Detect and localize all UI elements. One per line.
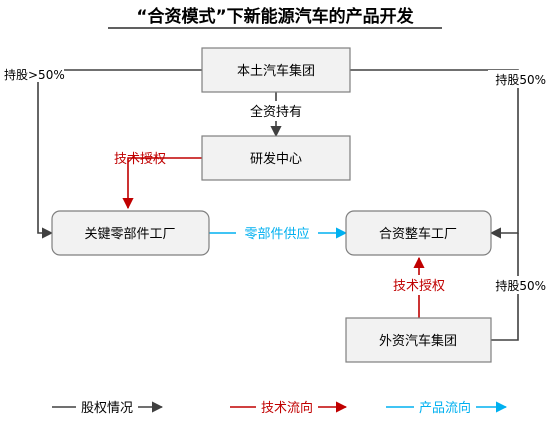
node-local-group: 本土汽车集团: [201, 47, 351, 93]
node-jv-factory-label: 合资整车工厂: [379, 226, 457, 242]
edge-equity-left: [37, 69, 202, 239]
label-bg-tech-license-right: [384, 275, 454, 295]
label-bg-stake-right-top: [488, 70, 548, 88]
label-bg-full-ownership: [238, 101, 314, 121]
node-foreign-group: 外资汽车集团: [345, 317, 492, 363]
legend-equity-label: 股权情况: [81, 400, 133, 416]
edge-label-stake-right-bottom: 持股50%: [495, 278, 546, 293]
label-bg-parts-supply: [236, 223, 318, 243]
label-bg-stake-right-bottom: [488, 276, 548, 294]
node-rd-center-label: 研发中心: [250, 151, 302, 167]
node-rd-center: 研发中心: [201, 135, 351, 181]
edge-label-full-ownership: 全资持有: [250, 104, 302, 120]
legend: 股权情况 技术流向 产品流向: [52, 398, 508, 416]
label-bg-stake-left: [2, 64, 64, 82]
edge-label-parts-supply: 零部件供应: [244, 226, 309, 242]
node-local-group-label: 本土汽车集团: [237, 63, 315, 79]
legend-product-label: 产品流向: [419, 400, 471, 416]
edge-tech-license-left: [122, 157, 202, 210]
edge-label-tech-license-left: 技术授权: [114, 151, 166, 167]
node-parts-factory-label: 关键零部件工厂: [84, 227, 175, 242]
edge-label-stake-right-top: 持股50%: [495, 72, 546, 87]
edge-label-tech-license-right: 技术授权: [393, 278, 445, 294]
diagram-title: “合资模式”下新能源汽车的产品开发: [136, 6, 414, 27]
node-foreign-group-label: 外资汽车集团: [379, 333, 457, 349]
edge-label-stake-left: 持股>50%: [4, 67, 65, 82]
edge-equity-right-bottom: [491, 233, 519, 341]
edge-equity-right-top: [350, 69, 519, 239]
legend-tech-label: 技术流向: [261, 400, 313, 416]
legend-equity-bg: [76, 398, 138, 416]
legend-tech-bg: [256, 398, 318, 416]
node-jv-factory: 合资整车工厂: [345, 210, 492, 256]
legend-product-bg: [414, 398, 476, 416]
node-parts-factory: 关键零部件工厂: [51, 210, 210, 256]
